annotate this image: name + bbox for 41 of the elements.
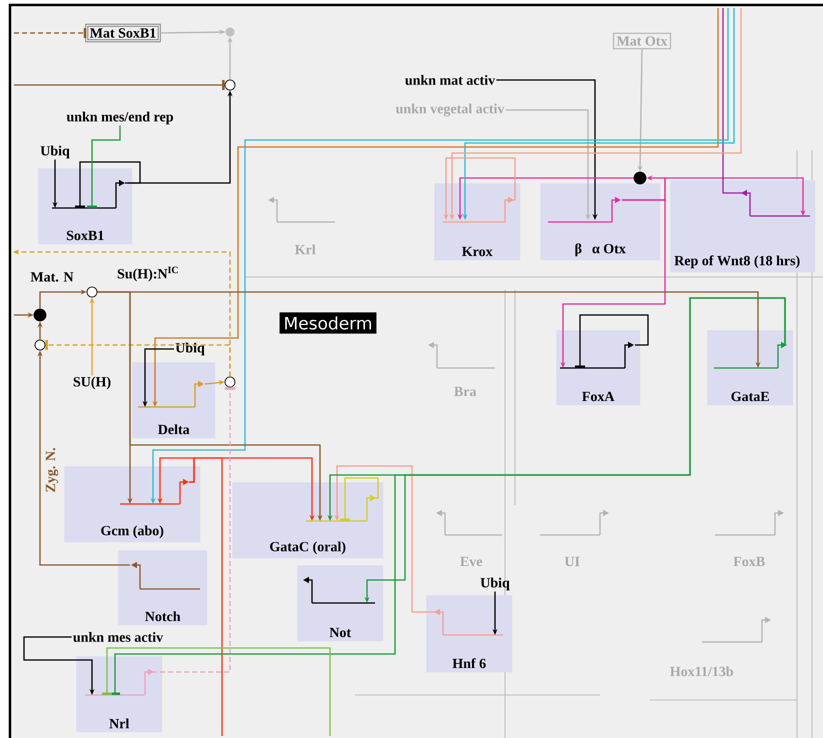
- input-label: Ubiq: [480, 578, 510, 590]
- input-label: unkn mes activ: [73, 632, 164, 642]
- input-label: Ubiq: [176, 342, 205, 356]
- repression-line: [152, 387, 235, 673]
- repression-line: [110, 297, 786, 695]
- gene-box: Krox: [434, 183, 520, 260]
- repression-line: [87, 126, 121, 208]
- edge-label: Zyg. N.: [44, 446, 60, 494]
- gene-box: Hnf 6: [426, 595, 512, 672]
- repression-line: [340, 477, 379, 521]
- gene-box: GataE: [707, 330, 794, 406]
- input-label: unkn mat activ: [405, 75, 496, 85]
- gene-box: β α Otx: [540, 183, 660, 260]
- input-label: Mat. N: [30, 272, 74, 282]
- region-label: Mesoderm: [280, 312, 376, 334]
- gene-box: SoxB1: [38, 168, 132, 244]
- gene-box: Rep of Wnt8 (18 hrs): [670, 180, 816, 272]
- gene-box: Gcm (abo): [64, 466, 200, 542]
- gene-box: GataC (oral): [232, 482, 384, 558]
- input-label: SU(H): [74, 376, 110, 390]
- gene-box: Notch: [118, 550, 208, 626]
- repression-line: [75, 161, 141, 208]
- gene-box: Not: [297, 565, 384, 642]
- connector-line: [722, 8, 745, 194]
- repression-line: [14, 80, 225, 90]
- gene-box: Nrl: [76, 656, 162, 732]
- input-label: Ubiq: [40, 146, 70, 158]
- logic-circle: [634, 172, 646, 184]
- boxed-label: Mat SoxB1: [85, 24, 161, 42]
- input-label: unkn vegetal activ: [396, 104, 504, 116]
- input-label: unkn mes/end rep: [66, 112, 173, 124]
- input-label: Su(H):N$^{IC}$: [118, 266, 178, 282]
- gene-box: FoxA: [556, 330, 640, 406]
- logic-circle: [34, 308, 46, 322]
- gene-box: Delta: [132, 362, 216, 438]
- repression-line: [102, 647, 331, 736]
- repression-line: [14, 28, 86, 38]
- logic-circle: [226, 28, 234, 36]
- boxed-label: Mat Otx: [612, 32, 672, 50]
- connector-line: [189, 457, 223, 736]
- repression-line: [575, 314, 649, 368]
